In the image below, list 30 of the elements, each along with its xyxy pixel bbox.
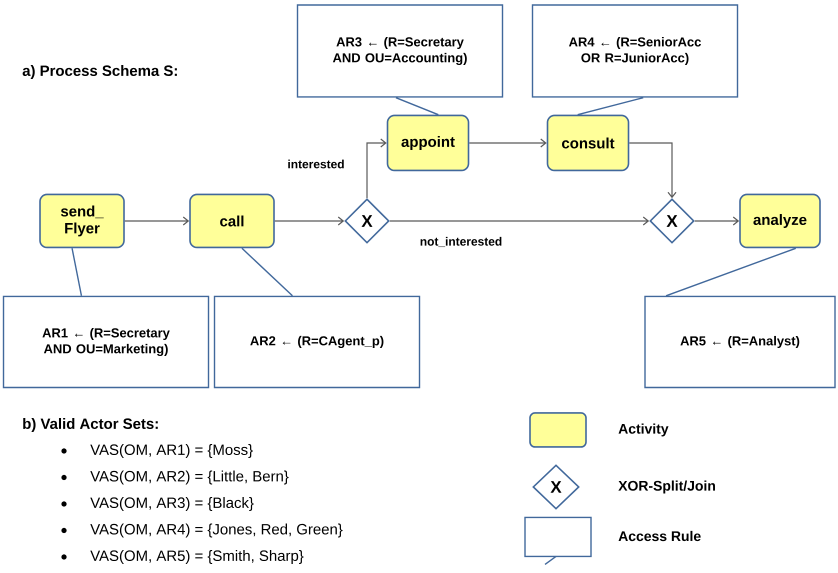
activity-box: send_ Flyer [39,194,125,248]
list-item: VAS(OM, AR4) = {Jones, Red, Green} [90,524,343,538]
legend-text: Activity [618,423,669,436]
list-item: VAS(OM, AR2) = {Little, Bern} [90,470,289,484]
activity-sample [529,412,587,448]
arrow [366,138,387,198]
section-heading: a) Process Schema S: [22,65,177,79]
leader-line [666,248,796,296]
section-heading: b) Valid Actor Sets: [23,418,158,432]
edge-label: interested [286,158,346,170]
legend-text: Access Rule [618,530,701,542]
access-rule-sample [524,516,592,566]
arrow [274,216,344,226]
arrow [469,138,547,148]
arrow [694,216,740,226]
leader-line [71,248,82,296]
activity-box: call [189,194,275,248]
arrow [124,216,190,226]
leader-line [241,248,293,296]
list-item: VAS(OM, AR3) = {Black} [90,497,254,511]
edge-label: not_interested [418,236,504,248]
activity-box: appoint [386,114,470,172]
activity-box: consult [546,114,630,172]
list-item: VAS(OM, AR5) = {Smith, Sharp} [90,550,304,564]
arrow [390,216,650,226]
arrow [629,142,676,198]
leader-line [578,97,644,116]
legend-text: XOR-Split/Join [618,480,715,494]
list-item: VAS(OM, AR1) = {Moss} [90,444,253,458]
activity-box: analyze [739,194,821,248]
